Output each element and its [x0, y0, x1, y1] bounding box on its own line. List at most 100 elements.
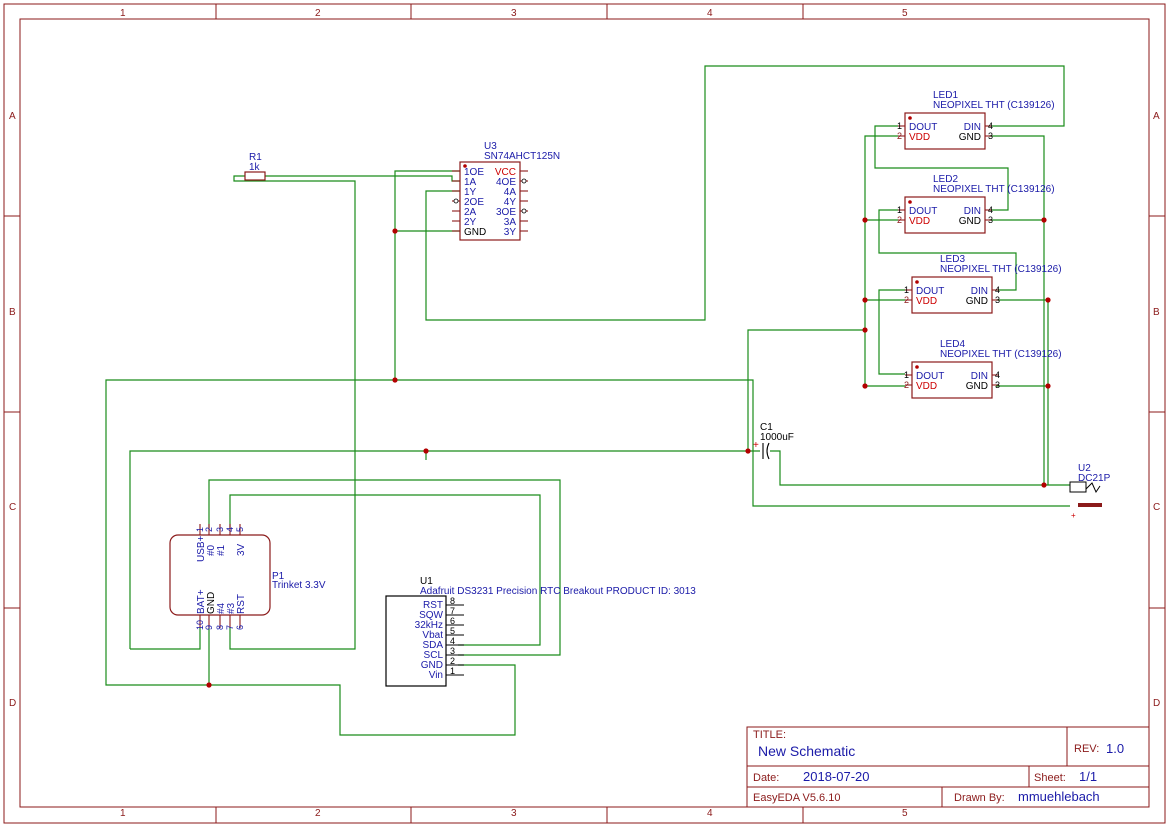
dc-jack-u2[interactable]: U2 DC21P +	[1069, 463, 1111, 520]
col-label-top-4: 4	[707, 8, 713, 19]
junction-dot	[206, 682, 212, 688]
junction-dot	[862, 383, 868, 389]
c1-ref: C1	[760, 422, 773, 433]
col-label-bottom-3: 3	[511, 808, 517, 819]
row-label-right-c: C	[1153, 502, 1160, 513]
wire-r1-p1	[229, 175, 356, 650]
u1-pin-label: SDA	[422, 640, 443, 651]
junction-dot	[1045, 383, 1051, 389]
schematic-title: New Schematic	[758, 743, 855, 759]
wire-dc-plus	[752, 451, 1070, 507]
u3-body	[459, 161, 521, 241]
led-pin-num: 4	[988, 205, 993, 215]
p1-bottom-pin-num: 9	[204, 625, 214, 630]
date-label: Date:	[753, 772, 779, 784]
jack-contact	[1085, 482, 1101, 494]
pin1-marker	[915, 365, 919, 369]
wire-r1-u3-1a	[265, 175, 460, 182]
col-label-top-3: 3	[511, 8, 517, 19]
resistor-r1[interactable]: R1 1k	[244, 152, 266, 181]
col-label-bottom-5: 5	[902, 808, 908, 819]
led-body	[911, 361, 993, 399]
p1-pin-gnd: GND	[206, 592, 217, 614]
led-value: NEOPIXEL THT (C139126)	[940, 349, 1062, 360]
led-pin-gnd: GND	[959, 132, 981, 143]
u3-3oe-bubble	[521, 208, 527, 214]
capacitor-c1[interactable]: C1 1000uF +	[753, 422, 794, 460]
p1-bottom-pin-num: 8	[215, 625, 225, 630]
pin1-marker	[463, 164, 467, 168]
led-pin-din: DIN	[964, 206, 981, 217]
p1-pin-rst: RST	[236, 594, 247, 614]
junction-dot	[1041, 482, 1047, 488]
p1-top-pin-num: 4	[225, 527, 235, 532]
u1-pin-num: 4	[450, 636, 455, 646]
u1-pin-label: Vin	[429, 670, 443, 681]
junction-dot	[423, 448, 429, 454]
col-label-top-5: 5	[902, 8, 908, 19]
led-pin-num: 3	[988, 215, 993, 225]
wires	[105, 65, 1070, 736]
led-pin-dout: DOUT	[909, 206, 937, 217]
r1-value: 1k	[249, 162, 261, 173]
module-u1-rtc[interactable]: U1 Adafruit DS3231 Precision RTC Breakou…	[385, 576, 696, 687]
led-pin-gnd: GND	[966, 296, 988, 307]
wire-main-bus	[105, 379, 754, 686]
led-pin-num: 1	[897, 205, 902, 215]
pin1-marker	[908, 116, 912, 120]
u1-ref: U1	[420, 576, 433, 587]
led-pin-num: 4	[988, 121, 993, 131]
u3-pin-1a: 1A	[464, 177, 477, 188]
led-pin-num: 2	[904, 380, 909, 390]
u3-pin-4y: 4Y	[504, 197, 517, 208]
u1-pin-num: 5	[450, 626, 455, 636]
led-pin-din: DIN	[971, 286, 988, 297]
wire-cap-minus	[770, 450, 1070, 486]
u3-pin-2oe: 2OE	[464, 197, 484, 208]
led-ref: LED1	[933, 90, 958, 101]
wire-led1-dout-led2-din	[874, 125, 1009, 211]
col-label-bottom-2: 2	[315, 808, 321, 819]
wire-rtc-gnd	[209, 664, 516, 736]
title-block: TITLE: New Schematic REV: 1.0 Date: 2018…	[746, 726, 1150, 808]
u3-pin-3a: 3A	[504, 217, 517, 228]
led-pin-num: 4	[995, 285, 1000, 295]
u3-2oe-bubble	[453, 198, 459, 204]
p1-top-pin-num: 3	[215, 527, 225, 532]
row-label-left-b: B	[9, 307, 16, 318]
rev-value: 1.0	[1106, 741, 1124, 756]
drawn-by-value: mmuehlebach	[1018, 789, 1100, 804]
u1-value: Adafruit DS3231 Precision RTC Breakout P…	[420, 586, 696, 597]
pin1-marker	[908, 200, 912, 204]
led-ref: LED3	[940, 254, 965, 265]
junction-dot	[392, 228, 398, 234]
led-pin-dout: DOUT	[909, 122, 937, 133]
u1-pin-num: 6	[450, 616, 455, 626]
led-pin-num: 1	[904, 370, 909, 380]
p1-pin-3: #3	[226, 602, 237, 614]
p1-pin-1: #1	[216, 544, 227, 556]
u1-body	[385, 595, 447, 687]
u1-pin-label: SCL	[424, 650, 444, 661]
ic-u3[interactable]: U3 SN74AHCT125N 1OE 1A 1Y 2OE 2A 2Y GND …	[452, 141, 560, 241]
led-pin-dout: DOUT	[916, 371, 944, 382]
row-label-left-a: A	[9, 111, 16, 122]
u3-pin-2y: 2Y	[464, 217, 477, 228]
junction-dot	[1041, 217, 1047, 223]
date-value: 2018-07-20	[803, 769, 870, 784]
wire-u3-1oe-gnd	[394, 170, 460, 380]
jack-pin	[1078, 503, 1102, 507]
u1-pin-label: SQW	[419, 610, 443, 621]
u3-pin-3oe: 3OE	[496, 207, 516, 218]
u3-4oe-bubble	[521, 178, 527, 184]
u1-pin-label: GND	[421, 660, 443, 671]
led-pin-vdd: VDD	[916, 296, 937, 307]
drawing-frame: 1 2 3 4 5 1 2 3 4 5 A B C D A B C D	[3, 3, 1166, 824]
col-label-bottom-1: 1	[120, 808, 126, 819]
